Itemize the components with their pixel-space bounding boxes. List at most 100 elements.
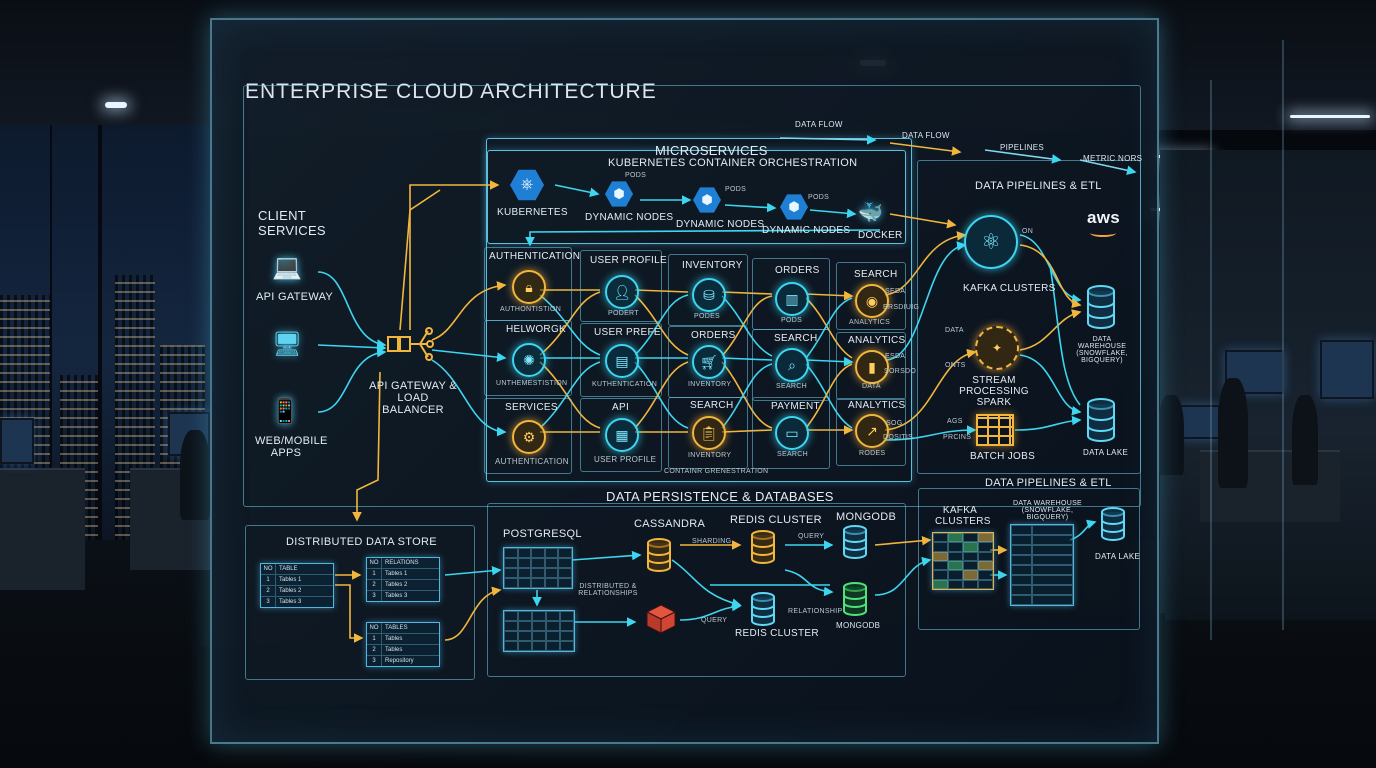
analytics-search-icon: ◉ [855, 284, 889, 318]
web-mobile-label: WEB/MOBILE APPS [255, 435, 328, 459]
redis-db-icon [750, 530, 776, 564]
stream-label: STREAM PROCESSING SPARK [959, 375, 1029, 408]
monitor [0, 418, 34, 464]
persistence-heading: DATA PERSISTENCE & DATABASES [606, 489, 834, 504]
mongo-db-icon-2 [842, 582, 868, 616]
etl2-warehouse-label: DATA WAREHOUSE (SNOWFLAKE, BIGQUERY) [1012, 500, 1083, 521]
table-cell: Tables 1 [385, 571, 408, 577]
mobile-devices-icon: 📱 [270, 398, 300, 425]
service-sub: PODES [694, 313, 721, 320]
person [1158, 395, 1184, 475]
service-sub: ANALYTICS [849, 319, 891, 326]
kubernetes-label: KUBERNETES [497, 207, 568, 218]
dynamic-nodes-label: DYNAMIC NODES [585, 212, 674, 223]
lock-icon: 🔒︎ [512, 270, 546, 304]
database-icon: ⛁ [692, 278, 726, 312]
side-tag: ESDA [885, 353, 906, 360]
redis-bottom-label: REDIS CLUSTER [735, 628, 819, 639]
table-cell: Repository [385, 658, 414, 664]
service-sub: SEARCH [777, 451, 808, 458]
pods-label: PODS [808, 194, 830, 201]
load-balancer-icon [386, 325, 434, 363]
service-box [484, 320, 572, 396]
line-chart-icon: ↗ [855, 414, 889, 448]
etl2-lake-label: DATA LAKE [1095, 552, 1141, 561]
table-cell: 1 [367, 634, 382, 644]
legend-data-flow-2: DATA FLOW [902, 131, 950, 140]
redis-cube-icon [645, 603, 677, 635]
kubernetes-icon: ⎈ [510, 169, 544, 201]
data-store-heading: DISTRIBUTED DATA STORE [286, 536, 437, 548]
relations-label: DISTRIBUTED & RELATIONSHIPS [578, 583, 638, 597]
kafka-label: KAFKA CLUSTERS [963, 283, 1056, 294]
dynamic-nodes-label: DYNAMIC NODES [676, 219, 765, 230]
cassandra-label: CASSANDRA [634, 518, 706, 530]
pod-cube-icon: ⬢ [780, 194, 808, 220]
postgres-table-2 [503, 610, 575, 652]
service-sub: INVENTORY [688, 452, 732, 459]
warehouse-label: DATA WAREHOUSE (SNOWFLAKE, BIGQUERY) [1076, 336, 1128, 364]
clipboard-icon: 📋︎ [692, 416, 726, 450]
person [1218, 378, 1248, 488]
table-cell: RELATIONS [385, 560, 419, 566]
service-heading: SEARCH [854, 269, 898, 280]
orchestration-footer: CONTAINR GRENESTRATION [664, 468, 769, 475]
warehouse-table [1010, 524, 1074, 606]
document-icon: ▤ [605, 344, 639, 378]
aws-smile-icon [1090, 229, 1116, 237]
etl-tag: ONTS [945, 362, 966, 369]
table-cell: 3 [261, 597, 276, 607]
desk [0, 468, 85, 590]
user-check-icon: ⚙ [512, 420, 546, 454]
service-heading: ANALYTICS [848, 335, 906, 346]
service-box [484, 398, 572, 474]
microservices-heading: MICROSERVICES [655, 143, 768, 158]
side-tag: SORSDO [884, 368, 917, 375]
etl2-frame [918, 488, 1140, 630]
service-sub: KUTHENTICATION [592, 381, 658, 388]
dynamic-nodes-label: DYNAMIC NODES [762, 225, 851, 236]
table-cell: TABLES [385, 625, 408, 631]
table-cell: Tables [385, 647, 403, 653]
service-sub: SEARCH [776, 383, 807, 390]
service-heading: SEARCH [690, 400, 734, 411]
window-frame [98, 125, 102, 545]
monitor [1178, 405, 1220, 439]
service-heading: API [612, 402, 630, 413]
etl2-kafka-label: KAFKA CLUSTERS [935, 505, 991, 527]
service-sub: AUTHENTICATION [495, 457, 569, 466]
kafka-icon: ⚛ [964, 215, 1018, 269]
service-box [836, 262, 906, 330]
payment-icon: ▭ [775, 416, 809, 450]
service-sub: USER PROFILE [594, 455, 657, 464]
side-tag: DOSITIS [883, 434, 914, 441]
side-tag: SOG [886, 420, 903, 427]
service-box [752, 397, 830, 469]
person [1292, 395, 1318, 485]
mongo-bottom-label: MONGODB [836, 621, 881, 630]
table-cell: Tables 2 [385, 582, 408, 588]
kafka-table [932, 532, 994, 590]
legend-data-flow: DATA FLOW [795, 120, 843, 129]
pod-cube-icon: ⬢ [693, 187, 721, 213]
table-cell: 1 [261, 575, 276, 585]
table-cell: NO [367, 558, 382, 568]
service-box [668, 397, 748, 469]
service-box [836, 398, 906, 466]
service-box [580, 398, 662, 472]
relationship-label: RELATIONSHIP [788, 608, 843, 615]
service-sub: DATA [862, 383, 881, 390]
table-cell: NO [261, 564, 276, 574]
mongo-top-label: MONGODB [836, 511, 897, 523]
service-box [580, 323, 662, 397]
ceiling-light [1290, 115, 1370, 118]
table-cell: 2 [367, 645, 382, 655]
window-frame [50, 125, 52, 545]
load-balancer-label: API GATEWAY & LOAD BALANCER [369, 380, 457, 416]
postgres-label: POSTGRESQL [503, 528, 582, 540]
glass-meeting-room [1158, 150, 1376, 620]
bar-chart-icon: ▮ [855, 350, 889, 384]
side-tag: SEDA [885, 288, 906, 295]
